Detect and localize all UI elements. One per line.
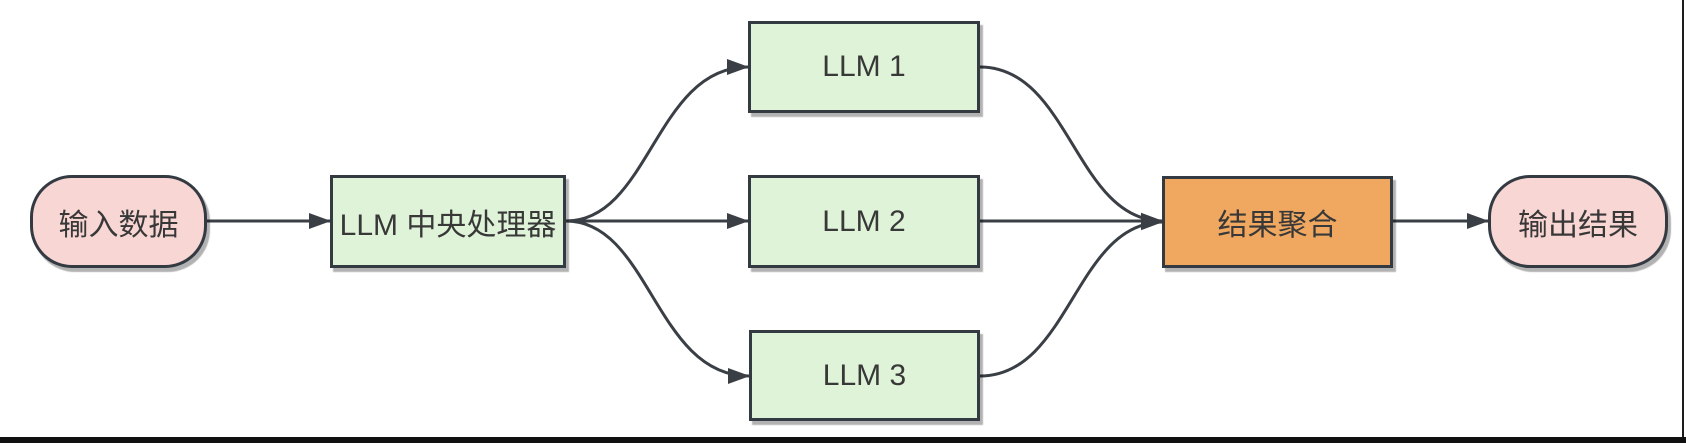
- node-llm-3[interactable]: LLM 3: [749, 330, 980, 421]
- window-right-border: [1682, 0, 1684, 437]
- node-llm-2-label: LLM 2: [822, 204, 906, 238]
- window-bottom-border: [0, 437, 1686, 443]
- node-llm-2[interactable]: LLM 2: [748, 175, 980, 268]
- node-llm-3-label: LLM 3: [822, 358, 907, 392]
- node-llm-central-processor-label: LLM 中央处理器: [339, 208, 557, 242]
- edge-processor-llm1: [565, 59, 749, 223]
- edge-llm1-aggregator: [979, 65, 1163, 229]
- node-output-result[interactable]: 输出结果: [1488, 175, 1668, 268]
- node-result-aggregation[interactable]: 结果聚合: [1162, 176, 1393, 268]
- node-llm-central-processor[interactable]: LLM 中央处理器: [330, 175, 566, 268]
- node-llm-1[interactable]: LLM 1: [748, 21, 980, 113]
- node-output-result-label: 输出结果: [1518, 208, 1638, 242]
- node-llm-1-label: LLM 1: [822, 50, 906, 83]
- edge-processor-llm3: [565, 219, 750, 384]
- edge-llm3-aggregator: [979, 214, 1163, 378]
- node-input-data[interactable]: 输入数据: [30, 175, 207, 268]
- node-input-data-label: 输入数据: [58, 208, 179, 242]
- node-result-aggregation-label: 结果聚合: [1217, 209, 1338, 242]
